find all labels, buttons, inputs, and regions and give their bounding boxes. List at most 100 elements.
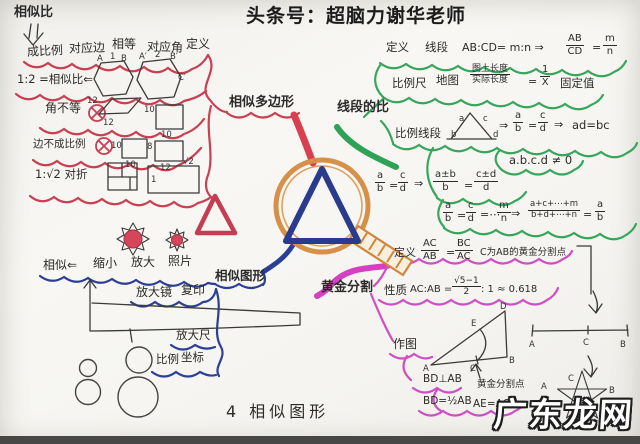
branch-label-segment-ratio: 线段的比 — [337, 100, 390, 115]
folded-rectangle — [107, 162, 138, 191]
svg-text:C: C — [470, 364, 476, 374]
svg-text:C: C — [568, 374, 574, 384]
equals: = — [464, 179, 474, 192]
svg-text:2: 2 — [155, 50, 160, 60]
keyword: 放大尺 — [176, 328, 211, 342]
gourd-figures — [74, 346, 159, 418]
svg-text:B: B — [609, 386, 615, 396]
rectangle — [154, 140, 184, 162]
branch-label-similar-polygons: 相似多边形 — [229, 95, 295, 110]
definition-tag: 定义 — [186, 37, 211, 51]
svg-text:b: b — [451, 130, 456, 140]
sun-icon — [116, 222, 150, 256]
keyword: 缩小 — [93, 256, 118, 270]
branch-label-similar-figures: 相似图形 — [215, 268, 266, 283]
equals: = — [583, 208, 593, 221]
sun-icon — [165, 228, 189, 252]
hexagon-large — [136, 58, 182, 100]
keyword: 对应角 — [146, 39, 184, 55]
keyword: 放大镜 — [136, 285, 173, 299]
proportion-triangle — [446, 112, 497, 140]
green-branch-lines — [334, 59, 639, 241]
double-down-arrow-icon — [23, 23, 44, 46]
chapter-caption: 4 相似图形 — [226, 402, 330, 421]
no-cross-icon — [91, 107, 103, 119]
svg-text:√2: √2 — [183, 157, 194, 167]
svg-text:1: 1 — [110, 52, 115, 62]
ratio-example: 1:2 =相似比⇐ — [17, 72, 93, 86]
equals: = — [446, 246, 456, 259]
svg-text:C: C — [583, 338, 589, 348]
keyword: 比例线段 — [395, 126, 441, 140]
magnifier-icon — [273, 157, 414, 277]
svg-text:12: 12 — [103, 118, 114, 128]
svg-text:A: A — [541, 382, 547, 392]
implies-arrow: ⇒ — [511, 207, 521, 220]
watermark: 广东龙网 — [492, 395, 636, 434]
sun-core — [171, 234, 183, 246]
formula: AB:CD= m:n ⇒ — [462, 41, 544, 54]
parallelogram — [98, 97, 142, 115]
fraction: 图上长度实际长度 — [470, 64, 511, 86]
svg-text:12: 12 — [160, 163, 171, 173]
pentagram-star — [556, 370, 608, 419]
down-arrow-icon — [588, 290, 603, 314]
formula: ad=bc — [572, 118, 610, 132]
branch-label-golden-section: 黄金分割 — [321, 280, 374, 295]
segment-acb — [531, 324, 629, 337]
svg-text:A: A — [97, 54, 103, 64]
formula: AC:AB = — [410, 284, 453, 295]
keyword: 地图 — [436, 73, 459, 87]
photo-edge-strip — [0, 436, 640, 444]
keyword: 复印 — [181, 283, 206, 297]
keyword: 边不成比例 — [33, 138, 86, 150]
svg-text:E: E — [471, 319, 476, 329]
square — [155, 104, 184, 130]
golden-point-note: C为AB的黄金分割点 — [480, 247, 567, 258]
svg-text:12: 12 — [87, 96, 98, 106]
svg-text:a: a — [459, 114, 464, 124]
construction-step: AE=AC — [473, 398, 510, 410]
keyword: 比例尺 — [392, 76, 427, 90]
keyword: 照片 — [168, 254, 193, 268]
bracket — [576, 245, 592, 295]
sun-core — [123, 229, 143, 249]
construction-tag: 作图 — [393, 337, 418, 351]
gourd-large-bottom — [117, 376, 159, 418]
keyword: 固定值 — [560, 76, 595, 90]
formula: : 1 ≈ 0.618 — [481, 284, 538, 295]
keyword: 相似⇐ — [43, 258, 78, 272]
hexagon-small — [93, 60, 134, 97]
gourd-large-top — [125, 346, 153, 374]
keyword: 比例 — [156, 352, 179, 366]
svg-text:A: A — [529, 340, 535, 350]
up-arrow-icon — [470, 363, 482, 379]
equals: = — [528, 75, 538, 88]
keyword: 1:√2 对折 — [35, 167, 88, 181]
keyword: 线段 — [425, 40, 448, 54]
svg-text:C′: C′ — [178, 73, 186, 83]
implies-arrow: ⇒ — [554, 118, 564, 131]
small-red-triangle — [194, 193, 238, 236]
property-tag: 性质 — [384, 283, 407, 297]
implies-arrow: ⇒ — [499, 119, 509, 132]
sketch-figures — [23, 23, 629, 419]
rectangle — [147, 165, 200, 194]
golden-construction-triangle — [430, 310, 508, 366]
svg-text:A: A — [423, 364, 429, 374]
up-arrow-icon — [83, 279, 97, 303]
svg-text:1: 1 — [151, 175, 156, 185]
